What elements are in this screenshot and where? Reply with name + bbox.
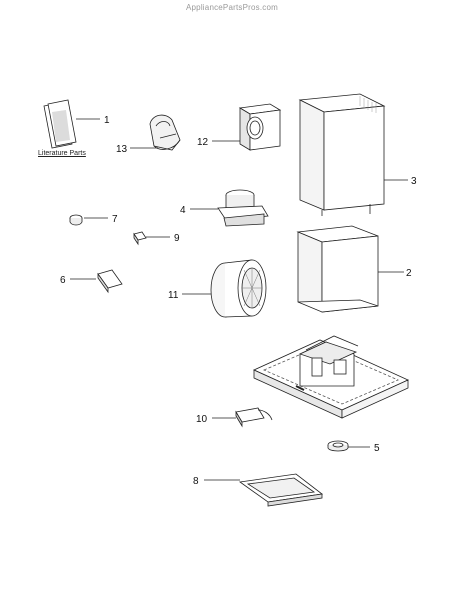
watermark-text: AppliancePartsPros.com (186, 3, 278, 12)
callout-12: 12 (197, 137, 209, 148)
part-12-blower-housing[interactable] (212, 103, 282, 151)
callout-3: 3 (411, 176, 417, 187)
callout-4: 4 (180, 205, 186, 216)
callout-7: 7 (112, 214, 118, 225)
callout-10: 10 (196, 414, 208, 425)
part-8-grease-filter[interactable] (204, 473, 323, 507)
part-1-literature[interactable] (43, 99, 100, 149)
part-3-upper-chimney[interactable] (298, 93, 408, 216)
part-2-lower-chimney[interactable] (296, 225, 404, 313)
callout-8: 8 (193, 476, 199, 487)
part-5-light-cap[interactable] (327, 440, 370, 452)
callout-1: 1 (104, 115, 110, 126)
part-11-blower-fan[interactable] (182, 259, 267, 318)
callout-5: 5 (374, 443, 380, 454)
callout-9: 9 (174, 233, 180, 244)
literature-parts-label: Literature Parts (38, 150, 86, 157)
part-13-duct-connector[interactable] (130, 114, 181, 151)
callout-2: 2 (406, 268, 412, 279)
part-9-switch[interactable] (133, 231, 170, 246)
callout-6: 6 (60, 275, 66, 286)
callout-11: 11 (168, 290, 179, 301)
part-10-control-board[interactable] (212, 407, 273, 428)
hood-body[interactable] (253, 335, 409, 419)
part-6-light-module[interactable] (70, 269, 123, 294)
callout-13: 13 (116, 144, 128, 155)
part-7-knob[interactable] (69, 214, 108, 226)
part-4-motor-mount[interactable] (190, 189, 269, 227)
